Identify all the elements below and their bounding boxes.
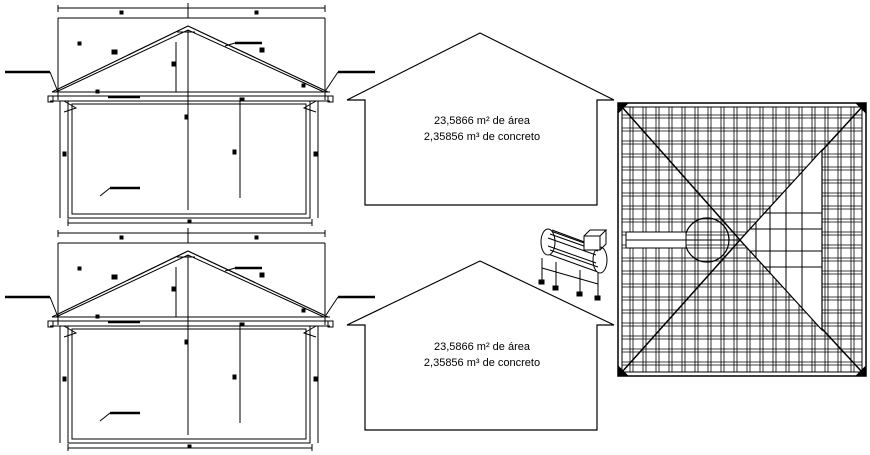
house-area-panel-bottom: 23,5866 m² de área 2,35856 m³ de concret… [346,260,615,431]
concrete-label: 2,35856 m³ de concreto [424,131,540,143]
area-label: 23,5866 m² de área [434,341,531,353]
roof-frame-plan [617,102,867,377]
area-label: 23,5866 m² de área [434,115,531,127]
section-elevation-top [5,3,375,226]
concrete-label: 2,35856 m³ de concreto [424,357,540,369]
house-area-panel-top: 23,5866 m² de área 2,35856 m³ de concret… [346,32,615,206]
section-elevation-bottom [5,228,375,451]
water-tank-icon [538,228,608,301]
